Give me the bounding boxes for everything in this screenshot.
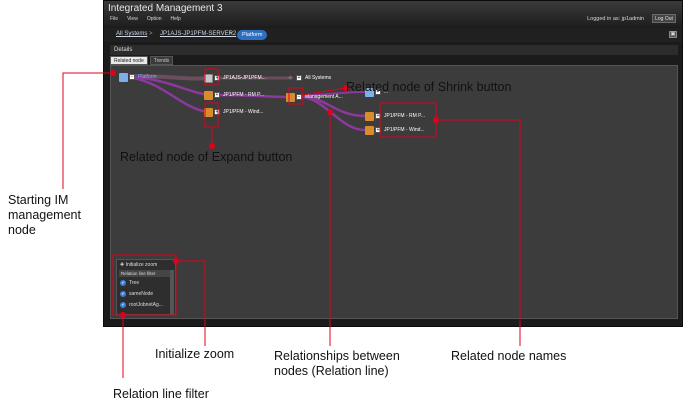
filter-panel: ✚ Initialize zoom Relation line filter ✔…	[116, 259, 176, 315]
filter-same-node[interactable]: ✔ sameNode	[120, 291, 153, 297]
menu-option[interactable]: Option	[146, 16, 162, 22]
annotation-expand: Related node of Expand button	[120, 150, 293, 164]
breadcrumb-current: Platform	[237, 30, 268, 40]
annotation-shrink: Related node of Shrink button	[346, 80, 512, 94]
node-label-ajs: JP1AJS-JP1PFM...	[223, 75, 266, 81]
breadcrumb-separator: >	[229, 31, 233, 37]
shrink-button[interactable]: −	[296, 94, 302, 100]
annotation-starting-line: Starting IM	[8, 193, 69, 207]
menu-view[interactable]: View	[127, 16, 138, 22]
node-label-all-systems: All Systems	[305, 75, 332, 81]
expand-button[interactable]: +	[375, 127, 381, 133]
app-title: Integrated Management 3	[108, 3, 223, 14]
relation-line	[131, 76, 213, 114]
breadcrumb-server[interactable]: JP1AJS-JP1PFM-SERVER2	[160, 31, 237, 37]
filter-root-jobnet[interactable]: ✔ rootJobnetAg...	[120, 302, 163, 308]
login-status: Logged in as: jp1admin	[587, 16, 644, 22]
related-node-canvas[interactable]: − Platform + JP1AJS-JP1PFM... + JP1/PFM …	[110, 65, 678, 319]
folder-icon	[365, 87, 374, 97]
node-label-management: Management A...	[305, 94, 343, 100]
relation-line	[301, 95, 367, 132]
relation-lines	[131, 74, 367, 132]
filter-label: sameNode	[129, 291, 154, 297]
node-rm2[interactable]: + JP1/PFM - RM P...	[365, 111, 425, 121]
node-label-start: Platform	[138, 74, 157, 80]
node-label-rm2: JP1/PFM - RM P...	[384, 113, 426, 119]
server-icon	[204, 73, 213, 83]
agent-icon	[365, 111, 374, 121]
node-management[interactable]: − Management A...	[286, 92, 343, 102]
annotation-filter: Relation line filter	[113, 387, 209, 401]
node-ajs[interactable]: + JP1AJS-JP1PFM...	[204, 73, 266, 83]
initialize-zoom-label: Initialize zoom	[125, 262, 158, 268]
annotation-init-zoom: Initialize zoom	[155, 347, 235, 361]
menu-help[interactable]: Help	[170, 16, 181, 22]
logout-button[interactable]: Log Out	[652, 14, 676, 23]
filter-label: Tree	[129, 280, 140, 286]
filter-scrollbar[interactable]	[170, 270, 174, 314]
check-icon: ✔	[120, 280, 126, 286]
agent-icon	[204, 90, 213, 100]
annotation-relationships: Relationships between nodes (Relation li…	[274, 349, 400, 379]
zoom-icon: ✚	[120, 262, 125, 268]
platform-icon	[119, 72, 128, 82]
annotation-node-names: Related node names	[451, 349, 567, 363]
agent-icon	[204, 107, 213, 117]
filter-tree[interactable]: ✔ Tree	[120, 280, 139, 286]
breadcrumb-separator: >	[149, 31, 153, 37]
annotation-starting: Starting IM management node	[8, 193, 81, 238]
node-label-wind1: JP1/PFM - Wind...	[223, 109, 264, 115]
node-all-systems[interactable]: ⁘ + All Systems	[286, 73, 332, 83]
shrink-button[interactable]: −	[129, 74, 135, 80]
title-bar: Integrated Management 3 File View Option…	[104, 1, 682, 27]
expand-button[interactable]: +	[214, 75, 220, 81]
node-start[interactable]: − Platform	[119, 72, 157, 82]
details-header: Details	[110, 45, 678, 55]
expand-button[interactable]: +	[296, 75, 302, 81]
initialize-zoom-button[interactable]: ✚ Initialize zoom	[120, 262, 157, 268]
relation-line	[214, 93, 293, 99]
node-wind1[interactable]: + JP1/PFM - Wind...	[204, 107, 264, 117]
check-icon: ✔	[120, 302, 126, 308]
maximize-icon[interactable]: ▣	[669, 31, 677, 38]
annotation-relationships-line: Relationships between	[274, 349, 400, 363]
breadcrumb-all-systems[interactable]: All Systems	[116, 31, 148, 37]
menu-bar: File View Option Help	[110, 16, 181, 22]
node-label-rm1: JP1/PFM - RM P...	[223, 92, 265, 98]
agent-icon	[365, 125, 374, 135]
expand-button[interactable]: +	[375, 89, 381, 95]
breadcrumb: All Systems > JP1AJS-JP1PFM-SERVER2 > Pl…	[104, 28, 682, 42]
annotation-starting-line: management	[8, 208, 81, 222]
details-tabs: Related node Trends	[110, 56, 174, 65]
menu-file[interactable]: File	[110, 16, 119, 22]
expand-button[interactable]: +	[214, 109, 220, 115]
annotation-relationships-line: nodes (Relation line)	[274, 364, 389, 378]
annotation-starting-line: node	[8, 223, 36, 237]
node-rm1[interactable]: + JP1/PFM - RM P...	[204, 90, 264, 100]
tab-related-node[interactable]: Related node	[110, 56, 148, 65]
tab-trends[interactable]: Trends	[149, 56, 174, 65]
filter-title: Relation line filter	[119, 270, 171, 277]
node-label-wind2: JP1/PFM - Wind...	[384, 127, 425, 133]
cluster-icon: ⁘	[287, 74, 294, 82]
check-icon: ✔	[120, 291, 126, 297]
node-label-cluster-top: ...	[384, 89, 389, 95]
node-cluster-top[interactable]: + ...	[365, 87, 388, 97]
expand-button[interactable]: +	[375, 113, 381, 119]
filter-label: rootJobnetAg...	[129, 302, 163, 308]
agent-icon	[286, 92, 295, 102]
node-wind2[interactable]: + JP1/PFM - Wind...	[365, 125, 425, 135]
expand-button[interactable]: +	[214, 92, 220, 98]
